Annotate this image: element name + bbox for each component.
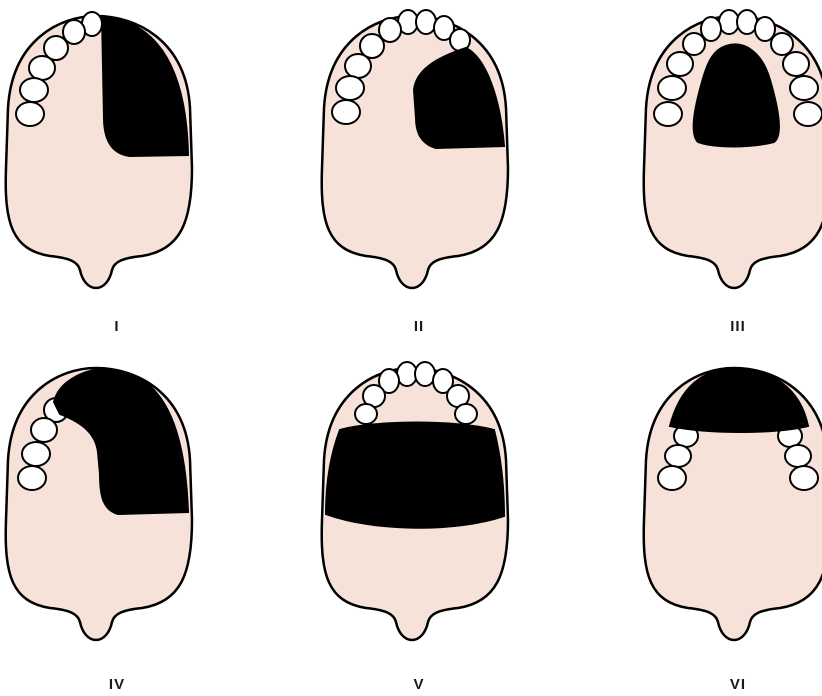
panel-I — [6, 12, 192, 288]
panel-VI — [644, 368, 822, 640]
caption-III: III — [698, 318, 778, 335]
defect-area — [102, 17, 188, 156]
panel-IV — [6, 368, 192, 640]
panel-V — [322, 362, 508, 640]
caption-V: V — [379, 676, 459, 693]
caption-IV: IV — [77, 676, 157, 693]
panel-III — [644, 10, 822, 288]
defect-area — [326, 423, 504, 528]
caption-I: I — [77, 318, 157, 335]
caption-II: II — [379, 318, 459, 335]
panel-II — [322, 10, 508, 288]
caption-VI: VI — [698, 676, 778, 693]
